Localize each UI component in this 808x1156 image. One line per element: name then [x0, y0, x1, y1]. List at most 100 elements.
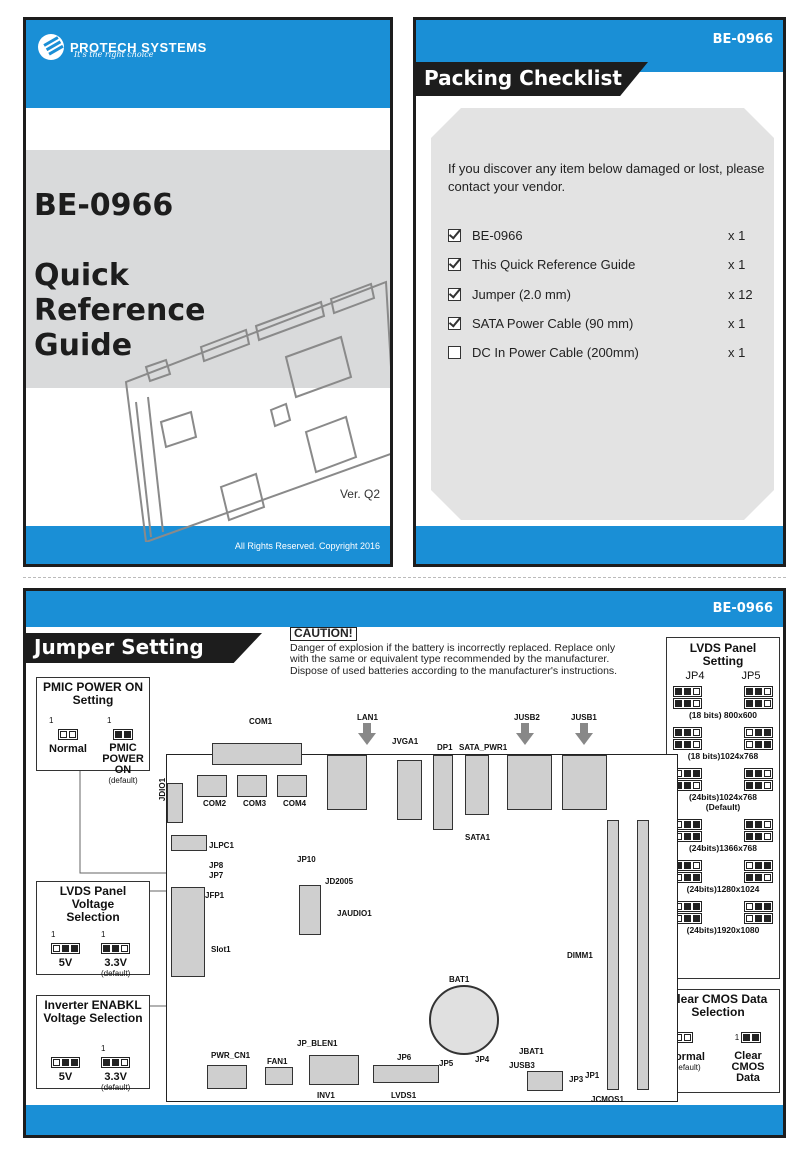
item-name: This Quick Reference Guide	[472, 257, 636, 273]
label-jp10: JP10	[297, 855, 316, 864]
pmic-normal-jumper	[57, 729, 78, 740]
label-com2: COM2	[203, 799, 227, 808]
jumper-block	[744, 819, 773, 830]
jumper-panel: BE-0966 Jumper Setting CAUTION! Danger o…	[23, 588, 786, 1138]
lan1-arrow-icon	[358, 733, 376, 745]
checkbox-checked-icon	[448, 229, 461, 243]
label-jcmos1: JCMOS1	[591, 1095, 624, 1104]
cover-title-line-1: Quick	[34, 258, 129, 293]
cover-version: Ver. Q2	[339, 487, 380, 501]
dp1-connector	[433, 755, 453, 830]
label-jdio1: JDIO1	[158, 777, 168, 802]
jumper-block	[744, 831, 773, 842]
lan1-connector	[327, 755, 367, 810]
lvds-setting-caption: (18 bits) 800x600	[688, 710, 758, 720]
com1-connector	[212, 743, 302, 765]
jusb2-connector	[507, 755, 552, 810]
lvds-voltage-box: LVDS Panel Voltage Selection 1 5V 1 3.3V…	[36, 881, 150, 978]
cover-top-band	[26, 20, 390, 108]
board-layout: COM1 LAN1 JVGA1 DP1 SATA_PWR1 JUSB2 JUSB…	[158, 713, 678, 1104]
label-slot1: Slot1	[211, 945, 231, 954]
label-inv1: INV1	[317, 1091, 335, 1100]
jusb1-arrow-icon	[575, 733, 593, 745]
lvds-setting-box: LVDS Panel Setting JP4 JP5 (18 bits) 800…	[666, 637, 780, 979]
jumper-bottom-band	[26, 1105, 783, 1135]
jumper-block	[673, 698, 702, 709]
jvga1-header	[397, 760, 422, 820]
jumper-block	[744, 768, 773, 779]
label-pwr-cn1: PWR_CN1	[211, 1051, 251, 1060]
lvds-setting-row: (18 bits)1024x768	[673, 727, 773, 761]
inverter-5v-jumper	[51, 1057, 80, 1068]
pmic-on-jumper	[113, 729, 133, 740]
lvds-5v-jumper	[51, 943, 80, 954]
item-qty: x 1	[728, 316, 746, 332]
item-name: DC In Power Cable (200mm)	[472, 345, 639, 361]
list-item: Jumper (2.0 mm) x 12	[448, 280, 758, 309]
lvds-col-jp5: JP5	[741, 670, 761, 682]
lvds-setting-caption: (24bits)1280x1024	[686, 884, 760, 894]
inverter-title: Inverter ENABKL Voltage Selection	[43, 998, 143, 1025]
item-qty: x 1	[728, 228, 746, 244]
board-outline-illustration	[124, 280, 390, 542]
lvds-setting-caption: (24bits)1366x768	[688, 843, 758, 853]
jumper-block	[744, 901, 773, 912]
jumper-block	[744, 872, 773, 883]
item-name: BE-0966	[472, 228, 523, 244]
jumper-block	[744, 860, 773, 871]
jusb3-header	[527, 1071, 563, 1091]
label-jp5: JP5	[439, 1059, 454, 1068]
checklist-items: BE-0966 x 1 This Quick Reference Guide x 1…	[448, 221, 758, 367]
list-item: This Quick Reference Guide x 1	[448, 250, 758, 279]
inverter-3v3-label: 3.3V	[104, 1071, 127, 1083]
lvds-3v3-jumper	[101, 943, 131, 954]
cover-title-line-3: Guide	[34, 328, 133, 363]
lvds-default-label: (default)	[101, 969, 131, 978]
fan1-header	[265, 1067, 293, 1085]
label-sata1: SATA1	[465, 833, 491, 842]
lvds-5v-label: 5V	[58, 957, 73, 969]
label-jp3: JP3	[569, 1075, 584, 1084]
label-jp8: JP8	[209, 861, 224, 870]
label-com3: COM3	[243, 799, 267, 808]
label-jp4: JP4	[475, 1055, 490, 1064]
dimm1-slot-edge	[637, 820, 649, 1090]
brand-logo: PROTECH SYSTEMS	[38, 34, 207, 60]
cover-title: Quick Reference Guide	[34, 258, 205, 363]
inverter-3v3-jumper	[101, 1057, 131, 1068]
inverter-box: Inverter ENABKL Voltage Selection 5V 1 3…	[36, 995, 150, 1092]
cover-panel: PROTECH SYSTEMS It's the right choice BE…	[23, 17, 393, 567]
jumper-top-band	[26, 591, 783, 627]
caution-text: Danger of explosion if the battery is in…	[290, 641, 618, 677]
label-com4: COM4	[283, 799, 307, 808]
jumper-block	[673, 768, 702, 779]
lvds-setting-row: (24bits)1280x1024	[673, 860, 773, 894]
caution-note: CAUTION! Danger of explosion if the batt…	[290, 627, 620, 677]
item-qty: x 1	[728, 257, 746, 273]
inverter-default-label: (default)	[101, 1083, 131, 1092]
checklist-model-tag: BE-0966	[712, 32, 773, 47]
cover-bottom-band	[26, 526, 390, 564]
cover-title-line-2: Reference	[34, 293, 206, 328]
pmic-title: PMIC POWER ON Setting	[42, 680, 143, 707]
label-lvds1: LVDS1	[391, 1091, 417, 1100]
cover-model: BE-0966	[34, 188, 174, 223]
slot1-connector	[171, 887, 205, 977]
jumper-block	[673, 739, 702, 750]
pmic-box: PMIC POWER ON Setting 1 Normal 1 PMIC PO…	[36, 677, 150, 785]
jumper-block	[744, 686, 773, 697]
lvds-setting-rows: (18 bits) 800x600 (18 bits)1024x768 (24bit…	[667, 686, 779, 935]
lvds-col-jp4: JP4	[685, 670, 705, 682]
item-name: Jumper (2.0 mm)	[472, 286, 571, 302]
cmos-clear-label: Clear CMOS Data	[731, 1050, 765, 1084]
jaudio1-header	[299, 885, 321, 935]
com2-header	[197, 775, 227, 797]
label-jusb2: JUSB2	[514, 713, 540, 722]
item-qty: x 12	[728, 286, 753, 302]
brand-name: PROTECH SYSTEMS	[70, 39, 207, 55]
label-dimm1: DIMM1	[567, 951, 593, 960]
lvds-voltage-title: LVDS Panel Voltage Selection	[59, 884, 127, 924]
label-jusb1: JUSB1	[571, 713, 597, 722]
lvds1-connector	[373, 1065, 439, 1083]
checklist-bottom-band	[416, 526, 783, 564]
